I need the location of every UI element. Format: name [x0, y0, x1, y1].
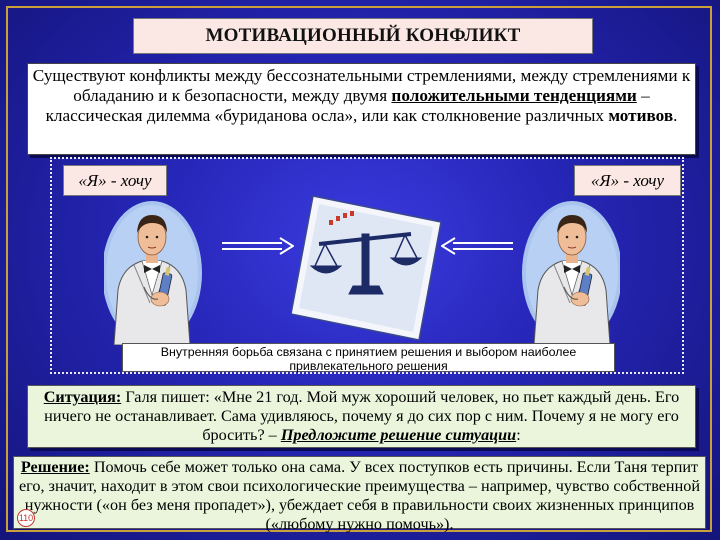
situation-task: Предложите решение ситуации	[280, 426, 517, 444]
illustration-area	[50, 157, 684, 374]
man-with-bottle-icon	[522, 201, 620, 345]
arrow-left-icon	[441, 237, 513, 255]
solution-text: Помочь себе может только она сама. У все…	[18, 458, 701, 533]
want-label-right: «Я» - хочу	[574, 165, 681, 196]
situation-label: Ситуация:	[43, 388, 122, 406]
intro-emphasis: положительными тенденциями	[391, 86, 637, 105]
solution-label: Решение:	[20, 458, 90, 476]
page-number: 110	[17, 509, 35, 527]
man-with-bottle-icon	[104, 201, 202, 345]
solution-box: Решение: Помочь себе может только она са…	[13, 456, 706, 533]
intro-part3: .	[673, 106, 678, 125]
intro-part1: Существуют конфликты между бессознательн…	[32, 66, 691, 105]
situation-box: Ситуация: Галя пишет: «Мне 21 год. Мой м…	[27, 385, 696, 448]
intro-text-box: Существуют конфликты между бессознательн…	[27, 63, 696, 155]
intro-part2: – классическая дилемма «буриданова осла»…	[45, 86, 650, 125]
want-label-left: «Я» - хочу	[63, 165, 167, 196]
slide-title: МОТИВАЦИОННЫЙ КОНФЛИКТ	[133, 18, 593, 54]
intro-bold-word: мотивов	[608, 106, 674, 125]
situation-text: Галя пишет: «Мне 21 год. Мой муж хороший…	[44, 388, 680, 444]
illustration-caption: Внутренняя борьба связана с принятием ре…	[122, 343, 615, 373]
arrow-right-icon	[222, 237, 294, 255]
slide-frame	[6, 6, 712, 532]
situation-tail: :	[516, 426, 521, 444]
scales-icon	[291, 195, 442, 341]
